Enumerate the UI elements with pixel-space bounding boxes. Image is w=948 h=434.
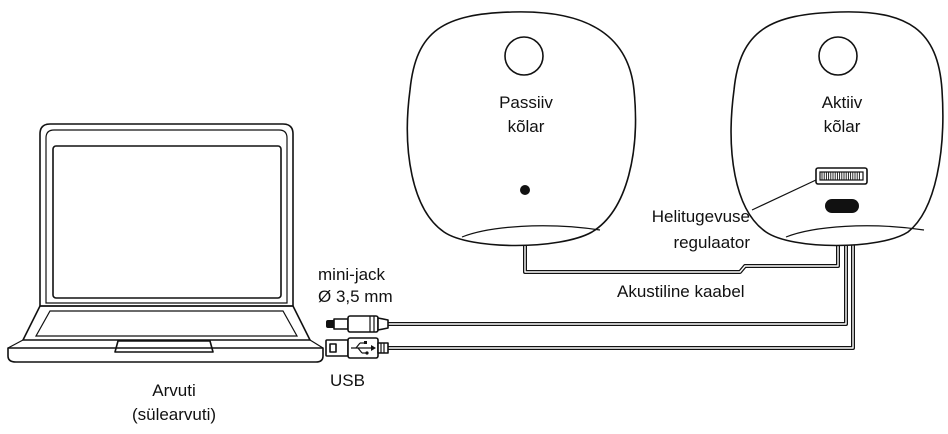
active-speaker-label-line2: kõlar [824, 117, 861, 136]
passive-speaker-label-line2: kõlar [508, 117, 545, 136]
passive-speaker-knob [504, 36, 544, 76]
computer-label-line1: Arvuti [152, 381, 195, 400]
volume-control [815, 167, 868, 185]
active-speaker-base [785, 225, 925, 238]
mini-jack-cable [384, 212, 848, 326]
laptop-lid-inner [45, 129, 288, 304]
volume-control-label-line2: regulaator [673, 233, 750, 252]
active-speaker-knob [818, 36, 858, 76]
passive-speaker-label-line1: Passiiv [499, 93, 553, 112]
acoustic-cable [523, 192, 840, 274]
laptop-screen [52, 145, 282, 299]
mini-jack-label-line2: Ø 3,5 mm [318, 287, 393, 306]
passive-speaker-body [406, 11, 637, 247]
volume-control-pointer [751, 179, 817, 211]
passive-speaker [406, 11, 637, 247]
active-speaker [730, 11, 944, 247]
usb-cable [384, 212, 855, 350]
laptop-trackpad [114, 340, 214, 353]
active-speaker-cable-port [825, 199, 859, 213]
mini-jack-label-line1: mini-jack [318, 265, 386, 284]
computer-label-line2: (sülearvuti) [132, 405, 216, 424]
mini-jack-plug [326, 315, 389, 333]
laptop-front-edge [7, 347, 324, 363]
volume-control-label-line1: Helitugevuse [652, 207, 750, 226]
passive-speaker-jack [520, 185, 530, 195]
laptop-lid [39, 123, 294, 307]
usb-label: USB [330, 371, 365, 390]
usb-plug [325, 337, 389, 359]
active-speaker-body [730, 11, 944, 247]
passive-speaker-base [461, 225, 601, 238]
active-speaker-label-line1: Aktiiv [822, 93, 863, 112]
laptop-front-edge-top [7, 339, 324, 349]
laptop-keyboard-area [34, 310, 299, 337]
acoustic-cable-label: Akustiline kaabel [617, 282, 745, 301]
laptop [7, 123, 324, 363]
usb-icon [351, 341, 376, 355]
